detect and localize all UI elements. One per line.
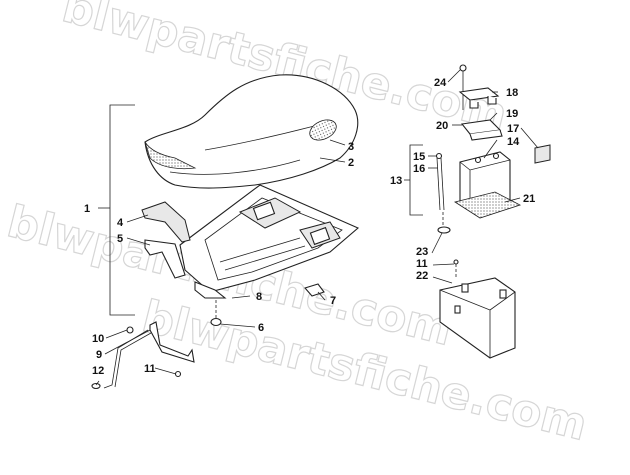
callout-7: 7 xyxy=(330,295,336,307)
callout-1: 1 xyxy=(84,203,90,215)
group-bracket-1 xyxy=(98,104,135,316)
callout-11-prop-rod: 11 xyxy=(144,363,156,375)
seat-base xyxy=(179,184,360,299)
callout-17: 17 xyxy=(507,123,519,135)
part-5-strap xyxy=(144,239,186,279)
part-6-grommet xyxy=(210,317,222,327)
vent-tube xyxy=(435,152,451,234)
group-bracket-13 xyxy=(404,144,423,216)
callout-3: 3 xyxy=(348,141,354,153)
callout-4: 4 xyxy=(117,217,124,229)
callout-2: 2 xyxy=(348,157,354,169)
callout-23: 23 xyxy=(416,246,428,258)
callout-6: 6 xyxy=(258,322,264,334)
seat-cover xyxy=(144,74,359,189)
callout-5: 5 xyxy=(117,233,123,245)
leader-lines xyxy=(95,69,539,386)
callout-15: 15 xyxy=(413,151,425,163)
callout-13: 13 xyxy=(390,175,402,187)
callout-24: 24 xyxy=(434,77,447,89)
callout-22: 22 xyxy=(416,270,428,282)
callout-12: 12 xyxy=(92,365,104,377)
part-4-bracket xyxy=(141,201,191,243)
callout-10: 10 xyxy=(92,333,104,345)
callout-11-battery-box: 11 xyxy=(416,258,428,270)
callout-18: 18 xyxy=(506,87,518,99)
callout-16: 16 xyxy=(413,163,425,175)
callout-20: 20 xyxy=(436,120,448,132)
callout-14: 14 xyxy=(507,136,520,148)
callout-21: 21 xyxy=(523,193,535,205)
callout-9: 9 xyxy=(96,349,102,361)
battery-pad xyxy=(454,191,522,219)
callout-8: 8 xyxy=(256,291,262,303)
battery-box xyxy=(439,259,516,359)
callouts: 1 2 3 4 5 6 7 8 9 10 11 12 13 14 15 16 1… xyxy=(84,77,535,377)
callout-19: 19 xyxy=(506,108,518,120)
battery-hold-down xyxy=(458,64,503,141)
